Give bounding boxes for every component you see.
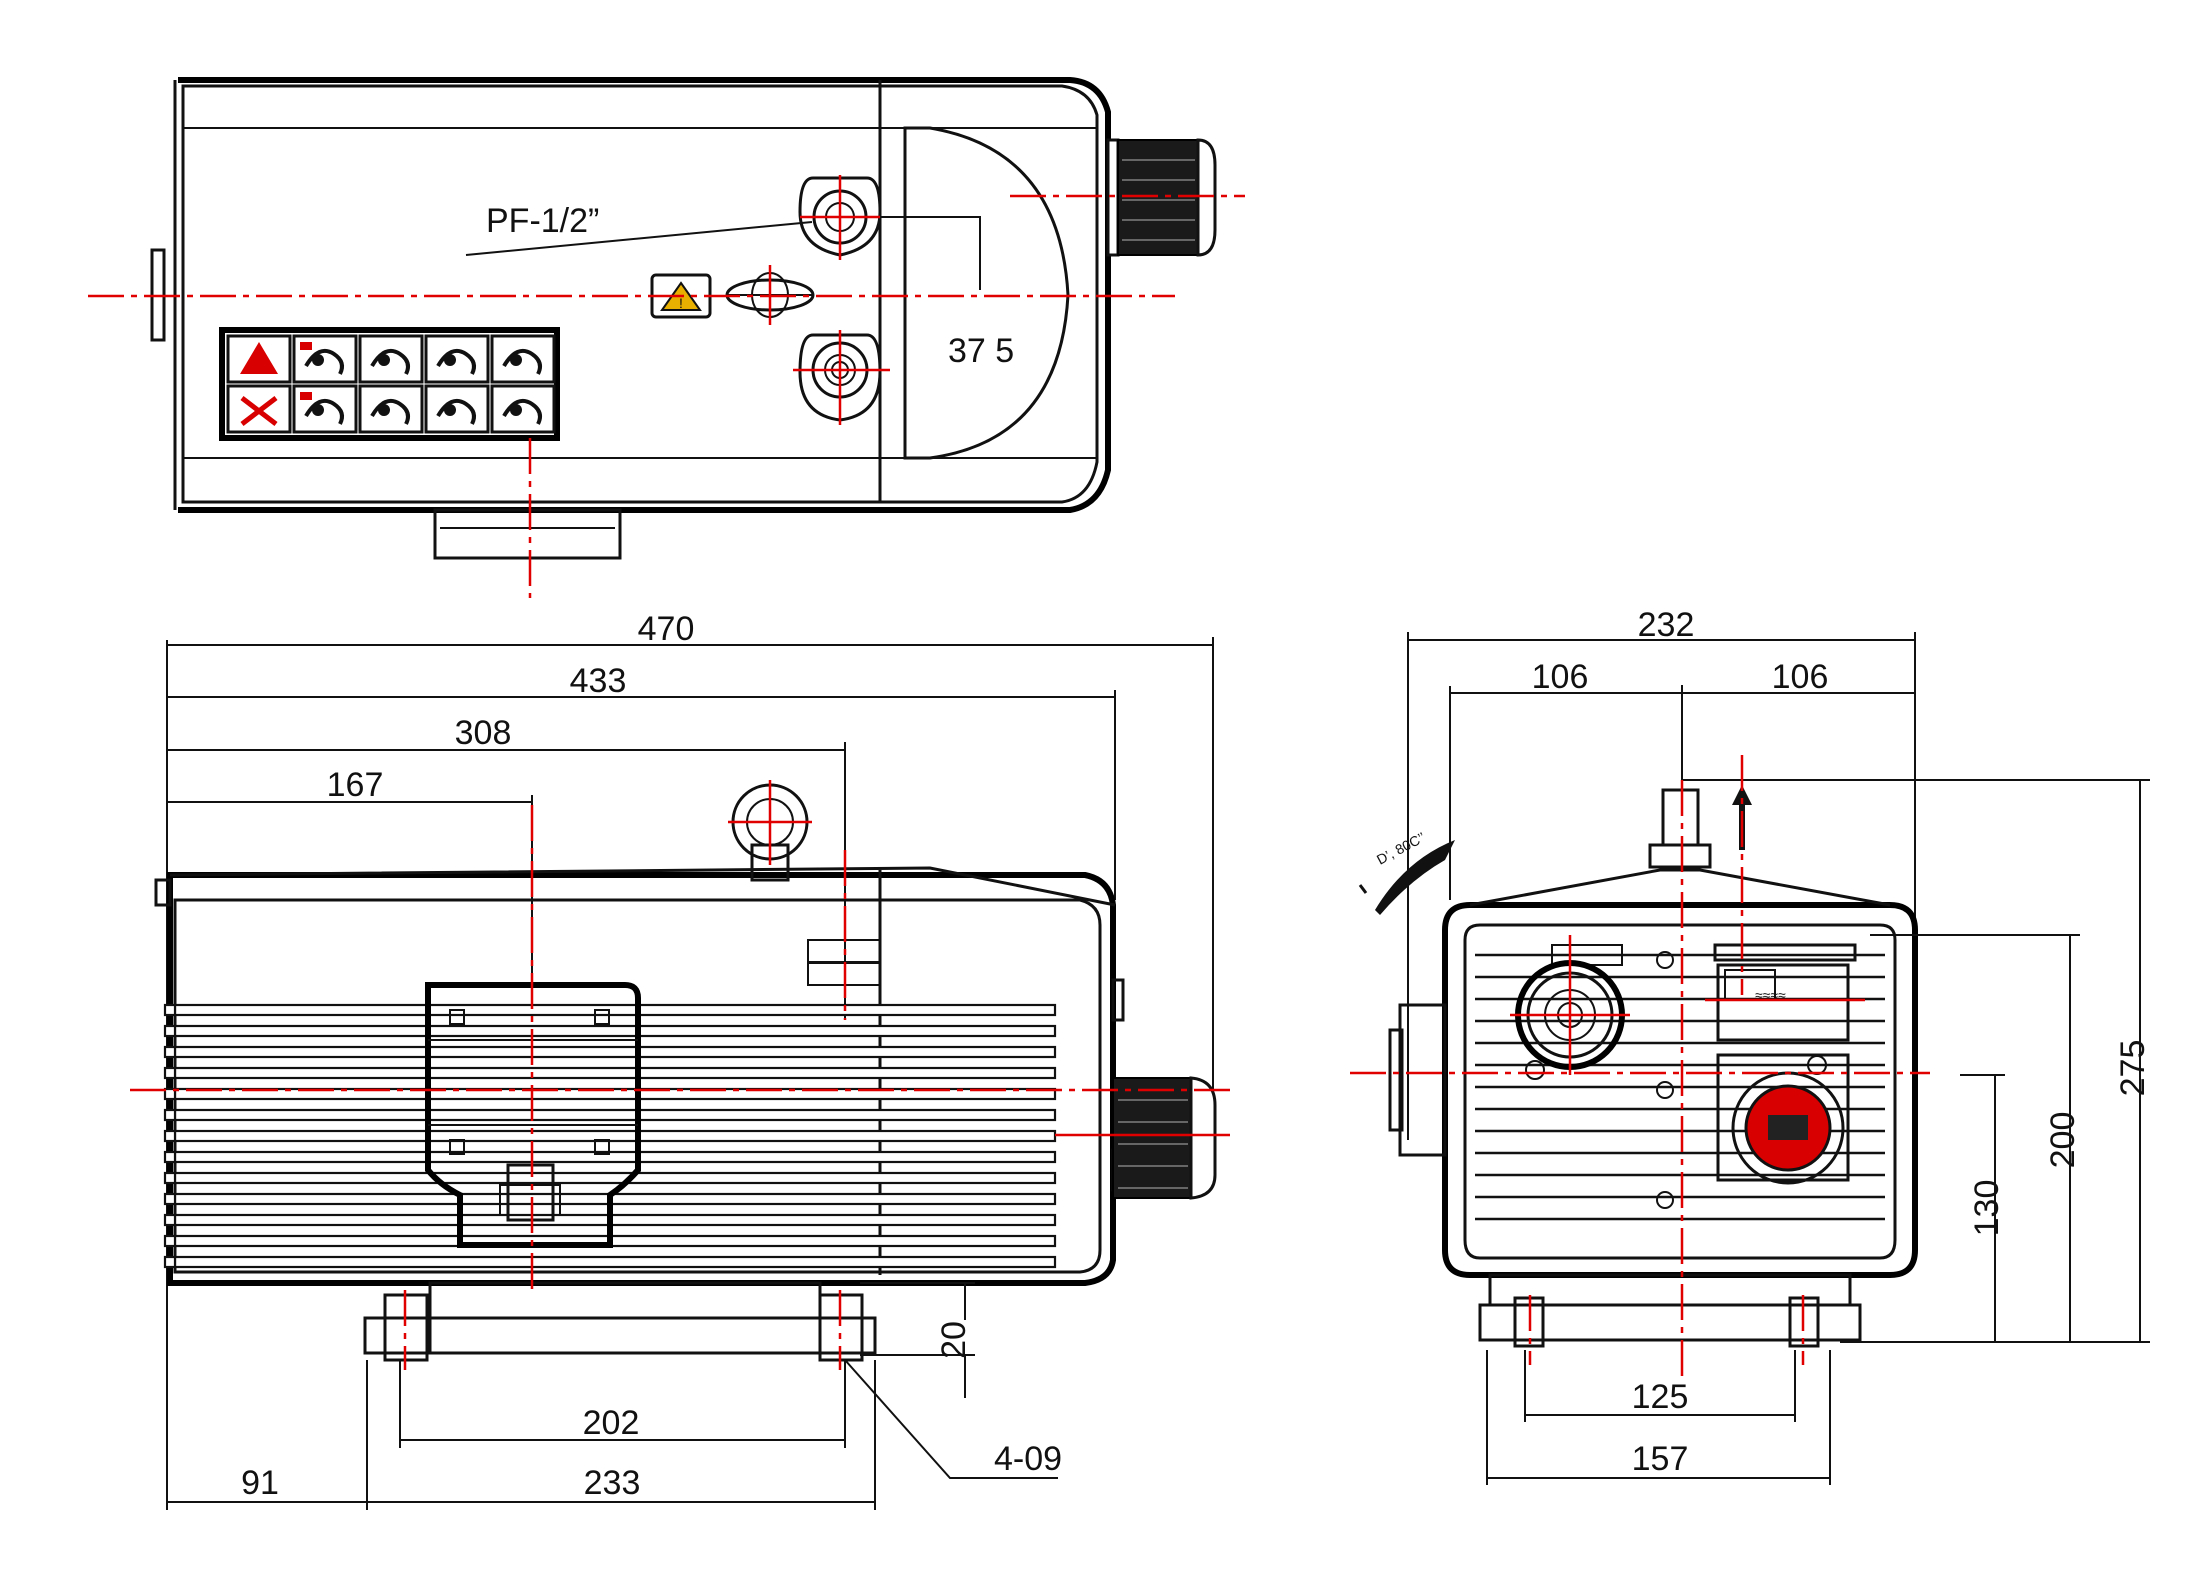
dim-275: 275: [2114, 1040, 2152, 1097]
rotation-hazard-icon: [490, 334, 556, 384]
port-spacing-label: 37 5: [948, 332, 1014, 370]
front-view: 232 106 106 D’, 80C’’: [1350, 606, 2152, 1485]
top-foot: [433, 508, 622, 560]
hot-surface-icon: [424, 334, 490, 384]
safety-icon-panel: [219, 327, 560, 441]
dim-20: 20: [935, 1321, 973, 1359]
dim-200: 200: [2044, 1112, 2082, 1169]
svg-text:!: !: [679, 295, 683, 311]
end-cover-shape: [903, 126, 1070, 460]
dim-308: 308: [455, 714, 512, 752]
dim-202: 202: [583, 1404, 640, 1442]
filter-knob-side: [1112, 1076, 1217, 1200]
side-housing-outline: [167, 872, 1116, 1286]
hand-hazard-icon: [292, 334, 358, 384]
front-base: [1478, 1273, 1862, 1348]
dim-125: 125: [1632, 1378, 1689, 1416]
warning-triangle-icon: [226, 334, 292, 384]
dim-157: 157: [1632, 1440, 1689, 1478]
dim-232: 232: [1638, 606, 1695, 644]
eye-protection-icon: [292, 384, 358, 434]
side-housing-inner: [173, 898, 1102, 1274]
side-view: 470 433 308 167: [130, 610, 1235, 1510]
holes-label: 4-09: [994, 1440, 1062, 1478]
fan-hazard-icon: [358, 334, 424, 384]
dim-233: 233: [584, 1464, 641, 1502]
no-touch-icon: [226, 384, 292, 434]
dim-433: 433: [570, 662, 627, 700]
dim-106-left: 106: [1532, 658, 1589, 696]
shaft-top: [1661, 788, 1700, 847]
top-housing-inner: [181, 84, 1099, 504]
dim-106-right: 106: [1772, 658, 1829, 696]
front-housing-outline: [1442, 902, 1918, 1278]
nameplate: ≈≈≈≈: [1713, 943, 1857, 1042]
top-housing-outline: [178, 77, 1111, 513]
rotation-arrow-icon: D’, 80C’’: [1374, 829, 1455, 915]
terminal-box: [425, 982, 641, 1248]
filter-knob-top: [1106, 138, 1217, 257]
dim-130: 130: [1968, 1180, 2006, 1237]
glove-icon: [424, 384, 490, 434]
side-base: [363, 1281, 877, 1362]
thread-label: PF-1/2”: [486, 202, 599, 240]
dim-91: 91: [241, 1464, 279, 1502]
hand-pinch-icon: [358, 384, 424, 434]
manual-icon: [490, 384, 556, 434]
top-view: ! PF-1/2” 37 5: [88, 77, 1245, 598]
dim-167: 167: [327, 766, 384, 804]
dim-470: 470: [638, 610, 695, 648]
cooling-fins: [163, 1003, 1057, 1269]
